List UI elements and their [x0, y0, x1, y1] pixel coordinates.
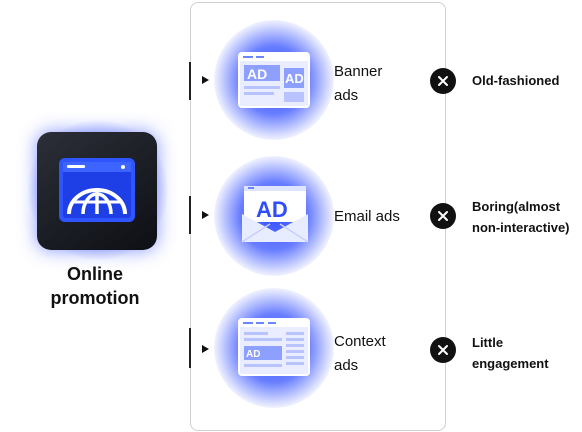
context-ad-icon: AD — [238, 318, 310, 376]
row3-note-line1: Little — [472, 335, 504, 350]
row2-x-icon — [430, 203, 456, 229]
banner-ad-text-1: AD — [247, 66, 267, 82]
row3-bracket — [189, 328, 191, 368]
row1-label-line1: Banner — [334, 63, 383, 80]
hero-tile — [37, 132, 157, 250]
row2-label: Email ads — [334, 205, 400, 229]
row3-note: Little engagement — [472, 332, 549, 374]
row2-arrow — [202, 211, 209, 219]
row1-bracket — [189, 62, 191, 100]
hero-label-line2: promotion — [50, 288, 140, 308]
row2-note-line2: non-interactive) — [472, 220, 570, 235]
row1-arrow — [202, 76, 209, 84]
row3-label: Context ads — [334, 330, 386, 378]
row3-note-line2: engagement — [472, 356, 549, 371]
row3-label-line1: Context — [334, 333, 386, 350]
online-promotion-node — [28, 120, 168, 260]
context-ad-text: AD — [246, 349, 260, 360]
row3-label-line2: ads — [334, 357, 359, 374]
row2-note: Boring(almost non-interactive) — [472, 196, 570, 238]
browser-globe-icon — [59, 158, 135, 222]
row2-bracket — [189, 196, 191, 234]
row1-label-line2: ads — [334, 87, 359, 104]
row1-x-icon — [430, 68, 456, 94]
row2-note-line1: Boring(almost — [472, 199, 561, 214]
row1-note-line1: Old-fashioned — [472, 73, 560, 88]
hero-label: Online promotion — [20, 262, 170, 310]
hero-label-line1: Online — [66, 264, 123, 284]
banner-ad-text-2: AD — [285, 71, 304, 86]
row3-x-icon — [430, 337, 456, 363]
row3-arrow — [202, 345, 209, 353]
email-ad-icon: AD — [241, 186, 309, 243]
email-ad-text: AD — [256, 197, 288, 222]
row1-label: Banner ads — [334, 60, 382, 108]
row2-label-line1: Email ads — [334, 208, 400, 225]
row1-note: Old-fashioned — [472, 70, 559, 91]
banner-ad-icon: AD AD — [238, 52, 310, 108]
